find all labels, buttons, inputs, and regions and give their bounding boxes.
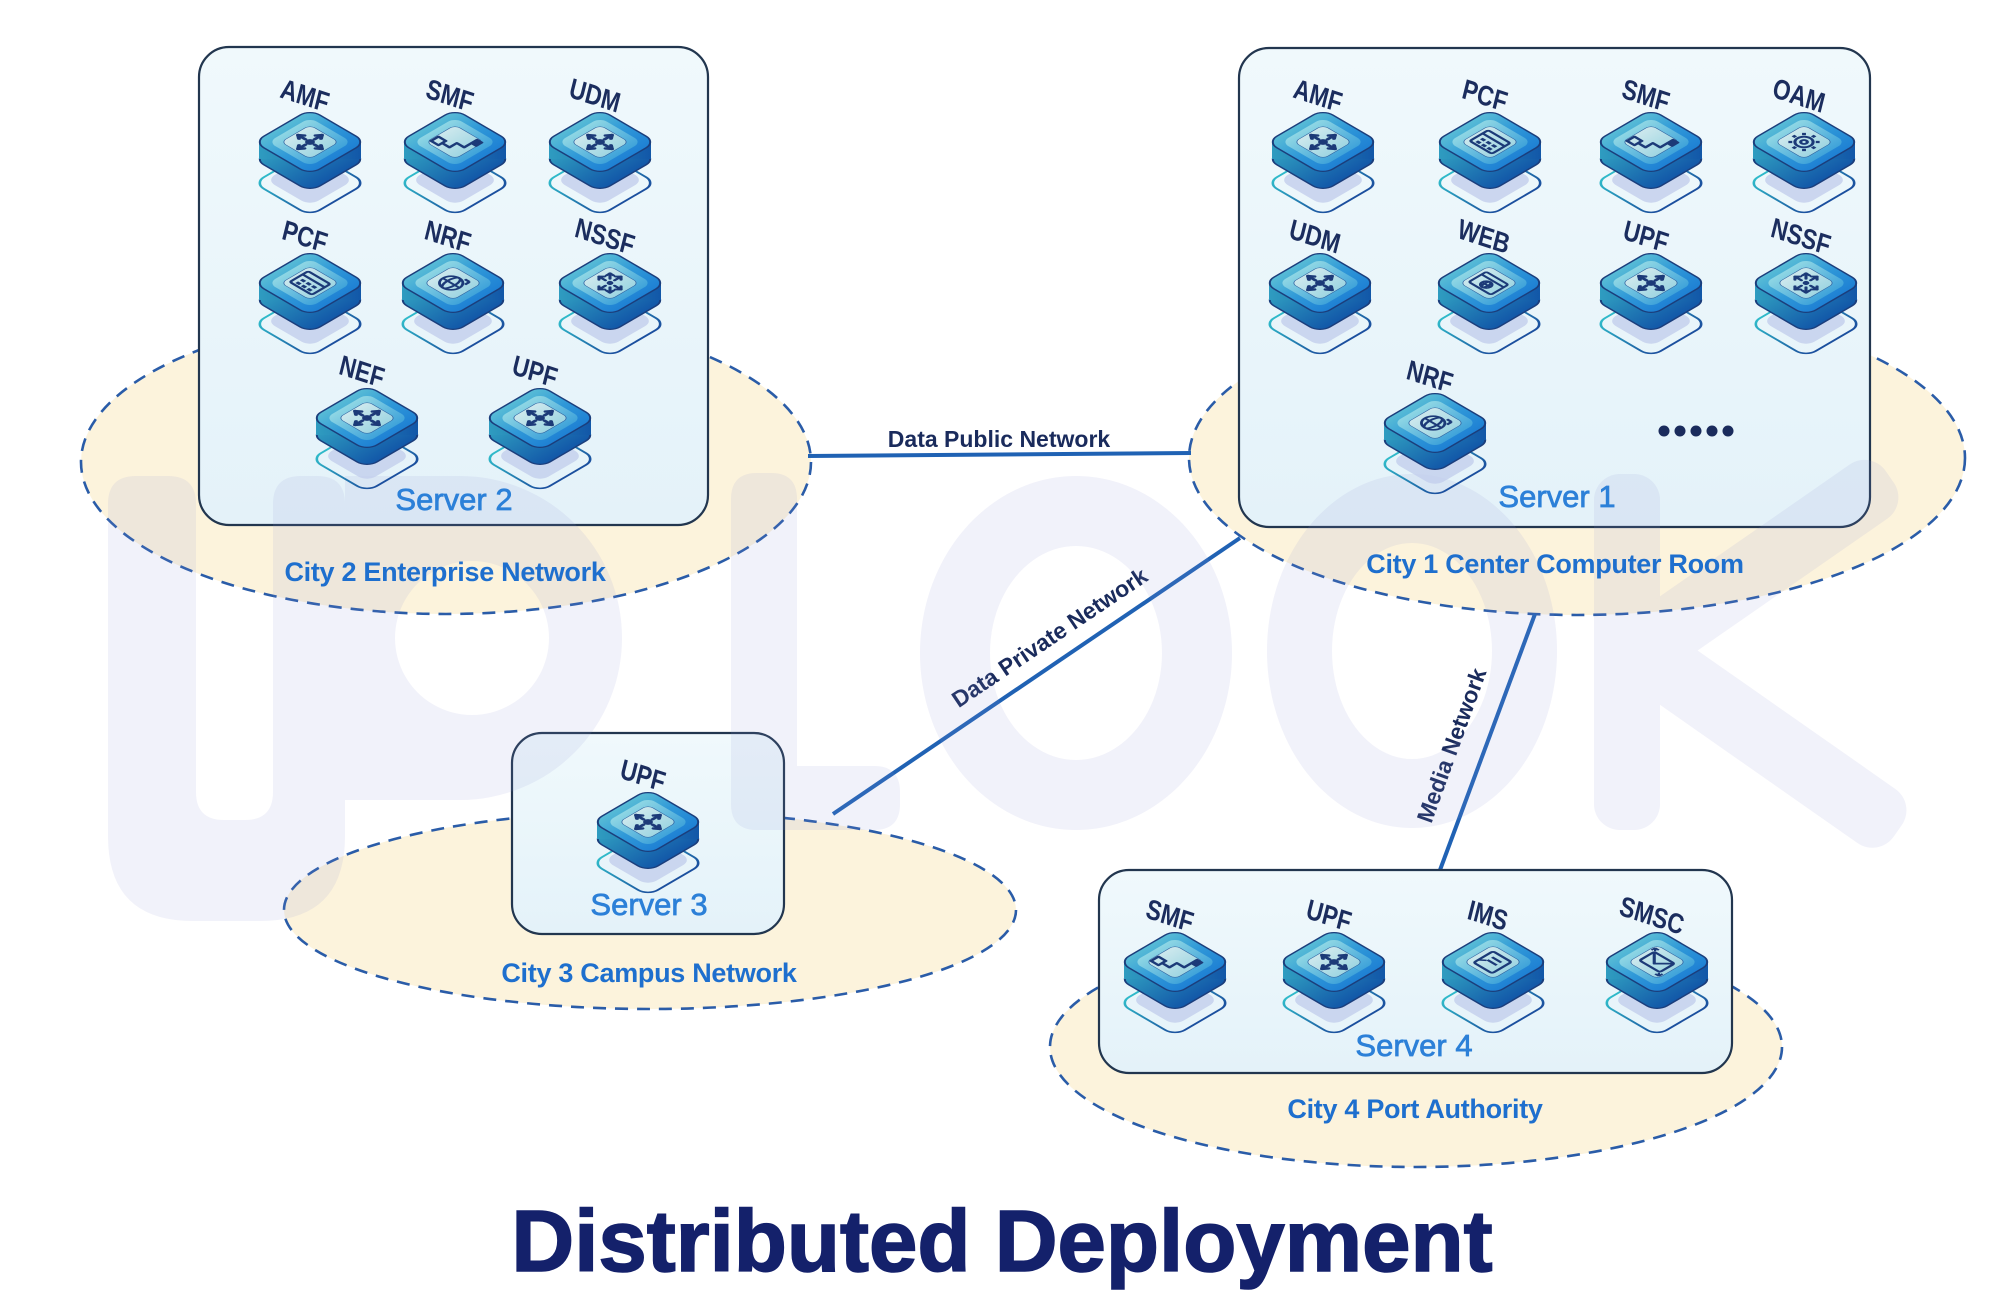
svg-text:City 1 Center Computer Room: City 1 Center Computer Room [1366, 549, 1743, 579]
svg-text:Server 2: Server 2 [395, 482, 512, 517]
svg-text:City 2 Enterprise Network: City 2 Enterprise Network [284, 557, 606, 587]
svg-text:Server 4: Server 4 [1355, 1028, 1472, 1063]
svg-text:Data Public Network: Data Public Network [888, 426, 1111, 452]
svg-text:Distributed Deployment: Distributed Deployment [511, 1193, 1492, 1290]
svg-text:Server 3: Server 3 [590, 887, 707, 922]
svg-text:City 3 Campus Network: City 3 Campus Network [501, 958, 798, 988]
svg-text:City 4 Port Authority: City 4 Port Authority [1287, 1094, 1542, 1124]
svg-text:Server 1: Server 1 [1498, 479, 1615, 514]
